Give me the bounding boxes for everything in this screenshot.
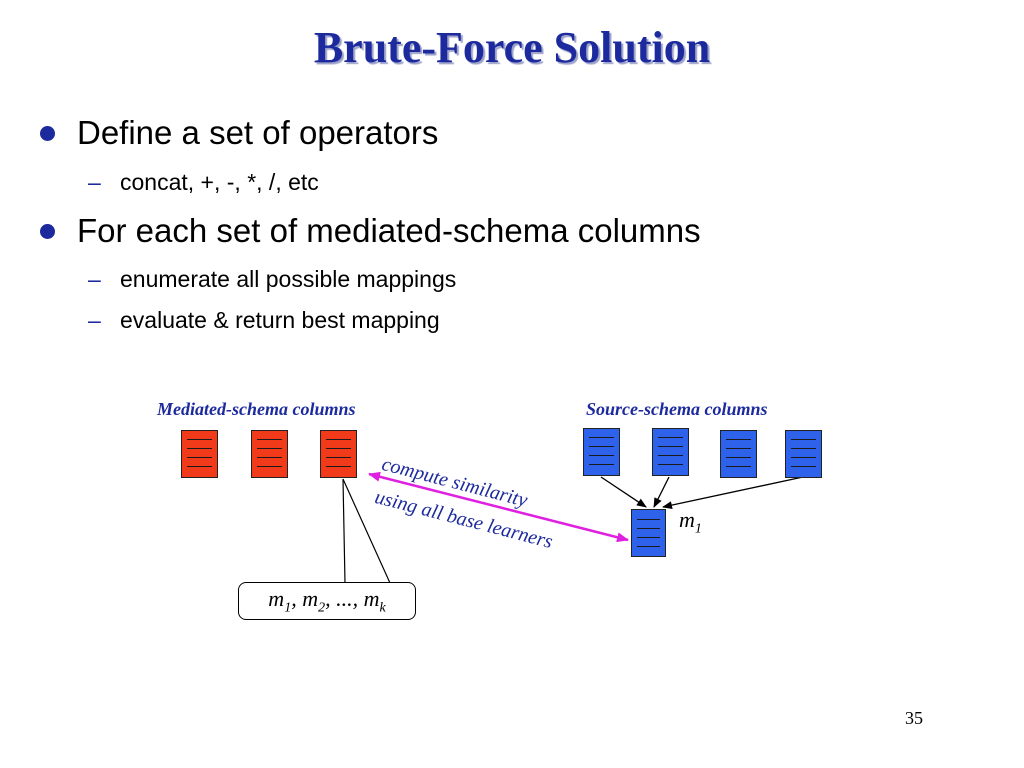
dash-icon: – [88, 307, 101, 333]
source-column-3 [720, 430, 757, 478]
sub-bullet-text: concat, +, -, *, /, etc [120, 169, 319, 195]
page-number: 35 [905, 708, 923, 728]
slide-title: Brute-Force Solution [313, 23, 711, 72]
callout-line-left [342, 478, 346, 584]
sub-bullet-operators-list: – concat, +, -, *, /, etc [88, 168, 319, 196]
sub-bullet-text: enumerate all possible mappings [120, 266, 457, 292]
mediated-column-1 [181, 430, 218, 478]
similarity-arrow [368, 471, 629, 543]
m1-label: m1 [679, 507, 702, 537]
mediated-column-2 [251, 430, 288, 478]
bullet-dot-icon [40, 126, 55, 141]
mappings-callout: m1, m2, ..., mk [238, 582, 416, 620]
callout-line-right [342, 478, 391, 584]
source-column-1 [583, 428, 620, 476]
bullet-for-each-set: For each set of mediated-schema columns [40, 212, 701, 250]
source-column-4 [785, 430, 822, 478]
dash-icon: – [88, 266, 101, 292]
bullet-dot-icon [40, 224, 55, 239]
sub-bullet-enumerate: – enumerate all possible mappings [88, 265, 456, 293]
mediated-column-3 [320, 430, 357, 478]
source-column-2 [652, 428, 689, 476]
sub-bullet-text: evaluate & return best mapping [120, 307, 440, 333]
dash-icon: – [88, 169, 101, 195]
arrow-source4-to-m1 [662, 476, 804, 510]
combined-column-m1 [631, 509, 666, 557]
arrow-source1-to-m1 [600, 476, 647, 508]
sub-bullet-evaluate: – evaluate & return best mapping [88, 306, 440, 334]
bullet-text: Define a set of operators [77, 114, 439, 151]
arrow-source2-to-m1 [653, 476, 670, 508]
bullet-text: For each set of mediated-schema columns [77, 212, 701, 249]
mediated-schema-caption: Mediated-schema columns [157, 399, 356, 419]
source-schema-caption: Source-schema columns [586, 399, 768, 419]
bullet-define-operators: Define a set of operators [40, 114, 438, 152]
mappings-text: m1, m2, ..., mk [268, 585, 386, 616]
